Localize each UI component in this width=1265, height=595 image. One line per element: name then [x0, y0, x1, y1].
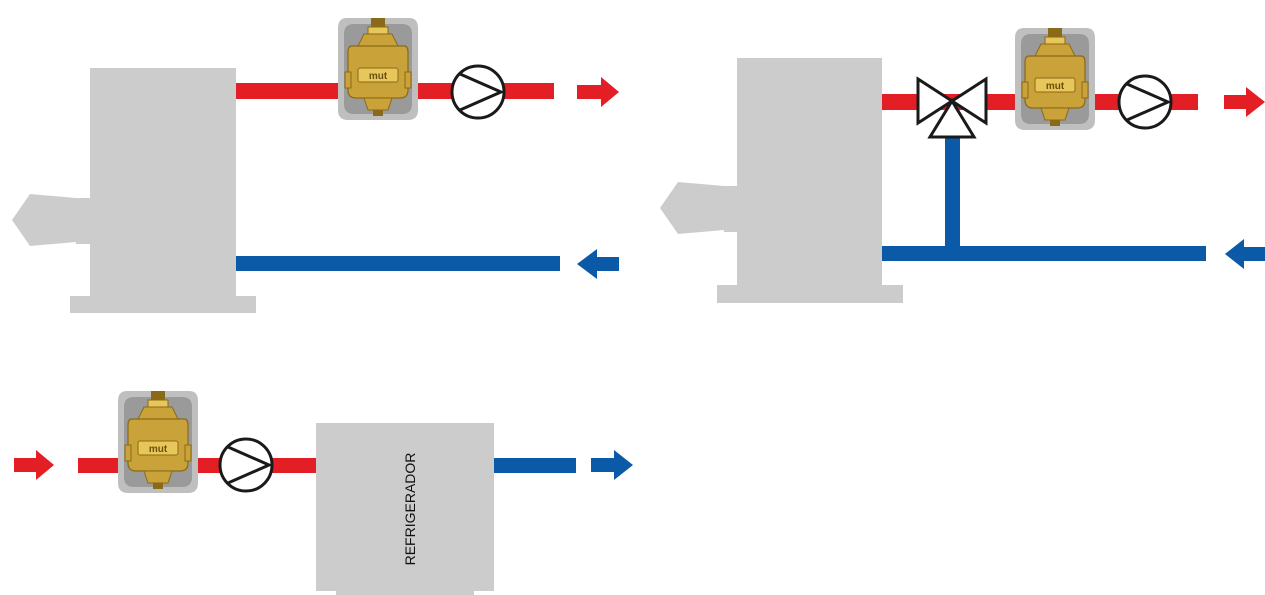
circulation-pump	[1117, 74, 1173, 130]
circulation-pump	[218, 437, 274, 493]
chiller-unit: REFRIGERADOR	[316, 423, 494, 595]
cold-outlet-arrow	[591, 450, 633, 480]
hot-flow-arrow	[577, 77, 619, 107]
scheme-boiler-mixing: mut	[660, 27, 1265, 303]
scheme-chiller: mut REFRIGERADOR	[14, 390, 633, 595]
separator-valve: mut	[337, 17, 419, 121]
separator-valve: mut	[1014, 27, 1096, 131]
hot-flow-arrow	[1224, 87, 1265, 117]
cold-return-pipe	[882, 246, 1206, 261]
cold-outlet-pipe	[494, 458, 576, 473]
separator-valve: mut	[117, 390, 199, 494]
chiller-unit-label: REFRIGERADOR	[402, 453, 418, 566]
three-way-mixing-valve	[916, 76, 988, 139]
circulation-pump	[450, 64, 506, 120]
boiler-unit	[660, 58, 903, 303]
cold-flow-arrow	[577, 249, 619, 279]
valve-logo-text: mut	[369, 71, 388, 82]
valve-logo-text: mut	[149, 444, 168, 455]
cold-flow-arrow	[1225, 239, 1265, 269]
boiler-unit	[12, 68, 256, 313]
hot-inlet-arrow	[14, 450, 54, 480]
cold-return-pipe	[236, 256, 560, 271]
scheme-boiler: mut	[12, 17, 619, 313]
bypass-pipe	[945, 138, 960, 248]
valve-logo-text: mut	[1046, 81, 1065, 92]
